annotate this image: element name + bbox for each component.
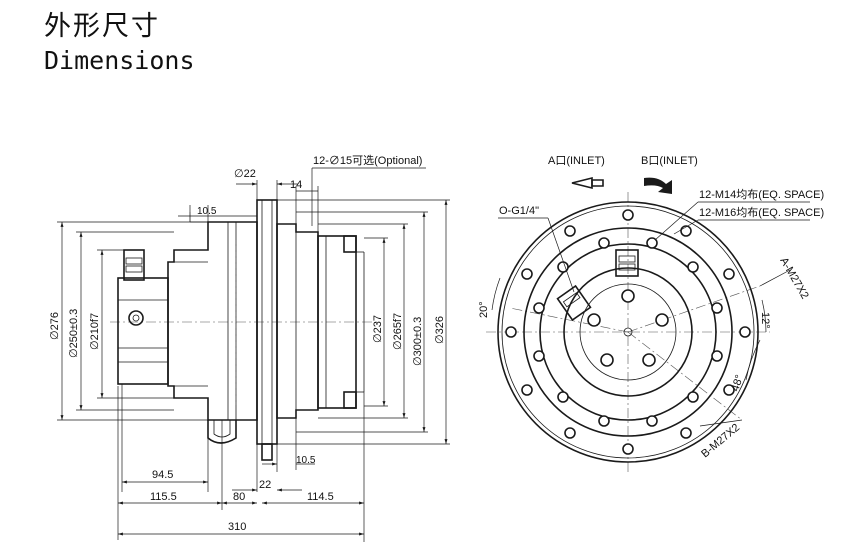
port-b-thread-label: B-M27X2: [699, 422, 742, 461]
dim-10-5-bottom-label: 10.5: [296, 455, 316, 466]
dim-265: ∅265f7: [318, 223, 408, 419]
motor-housing: [167, 221, 258, 421]
dim-326: ∅326: [277, 199, 450, 445]
side-view: ∅276 ∅250±0.3 ∅210f7 ∅237 ∅265f7: [49, 154, 450, 542]
port-a-thread-leader: A-M27X2: [759, 256, 811, 302]
dim-22-bottom: 22: [232, 444, 302, 492]
dim-237-label: ∅237: [372, 315, 384, 343]
inner-body-circle: [563, 267, 693, 397]
dim-94-5: 94.5: [121, 384, 209, 492]
output-flange: [317, 235, 357, 409]
dim-80-label: 80: [233, 491, 245, 503]
angle-20-label: 20°: [478, 301, 490, 318]
dim-10-5-top-label: 10.5: [197, 206, 217, 217]
port-o-label: O-G1/4": [499, 205, 539, 217]
rotation-arrow-a: [571, 176, 593, 190]
front-view: A口(INLET) B口(INLET) O-G1/4" 12-M14均布(EQ.…: [478, 155, 824, 472]
dim-250: ∅250±0.3: [68, 231, 174, 411]
dim-14-label: 14: [290, 179, 302, 191]
scalloped-ring: [539, 243, 717, 421]
dim-22-bottom-label: 22: [259, 479, 271, 491]
dim-80: 80: [221, 420, 257, 510]
inner-bolt-holes: [533, 237, 723, 427]
rotating-housing: [276, 223, 319, 419]
dim-22-dia-label: ∅22: [234, 168, 256, 180]
optional-holes-note: 12-∅15可选(Optional): [311, 154, 426, 226]
dim-10-5-bottom: 10.5: [262, 418, 316, 472]
valve-block: [117, 249, 169, 385]
rotation-arrow-b: [644, 177, 672, 194]
angle-48-label: 48°: [729, 373, 746, 393]
port-a-thread-label: A-M27X2: [777, 256, 810, 302]
page-title-en: Dimensions: [44, 46, 195, 75]
dim-114-5-label: 114.5: [307, 491, 334, 503]
dim-10-5-top: 10.5: [178, 205, 257, 222]
dim-276-label: ∅276: [49, 312, 61, 340]
holes-m16-leader: 12-M16均布(EQ. SPACE): [673, 206, 824, 235]
dim-210-label: ∅210f7: [89, 313, 101, 350]
dim-310-label: 310: [228, 521, 246, 533]
dim-250-label: ∅250±0.3: [68, 309, 80, 358]
dim-310: 310: [118, 510, 365, 542]
dim-237: ∅237: [364, 237, 388, 407]
dim-94-5-label: 94.5: [152, 469, 173, 481]
port-a-label: A口(INLET): [548, 155, 605, 167]
dim-114-5: 114.5: [262, 392, 365, 510]
dim-326-label: ∅326: [434, 316, 446, 344]
dim-22-dia: ∅22: [234, 168, 298, 200]
dim-115-5: 115.5: [117, 386, 222, 540]
optional-holes-label: 12-∅15可选(Optional): [313, 154, 422, 167]
port-b-thread-leader: B-M27X2: [699, 419, 742, 461]
hub-bolt-holes: [587, 289, 669, 367]
dim-276: ∅276: [49, 221, 208, 421]
dim-210: ∅210f7: [89, 249, 174, 399]
holes-m16-label: 12-M16均布(EQ. SPACE): [699, 206, 824, 219]
holes-m14-label: 12-M14均布(EQ. SPACE): [699, 188, 824, 201]
dim-265-label: ∅265f7: [392, 313, 404, 350]
dim-300: ∅300±0.3: [296, 211, 428, 433]
dim-115-5-label: 115.5: [150, 491, 177, 503]
port-b-label: B口(INLET): [641, 155, 698, 167]
page-title-cn: 外形尺寸: [44, 11, 160, 42]
port-o-leader: O-G1/4": [498, 205, 575, 293]
outer-flange-circle: [497, 201, 759, 463]
angle-12-label: 12°: [759, 312, 771, 329]
front-valve-fitting: [556, 249, 639, 322]
dim-300-label: ∅300±0.3: [412, 317, 424, 366]
dim-14: 14: [290, 179, 319, 232]
holes-m14-leader: 12-M14均布(EQ. SPACE): [654, 188, 824, 241]
